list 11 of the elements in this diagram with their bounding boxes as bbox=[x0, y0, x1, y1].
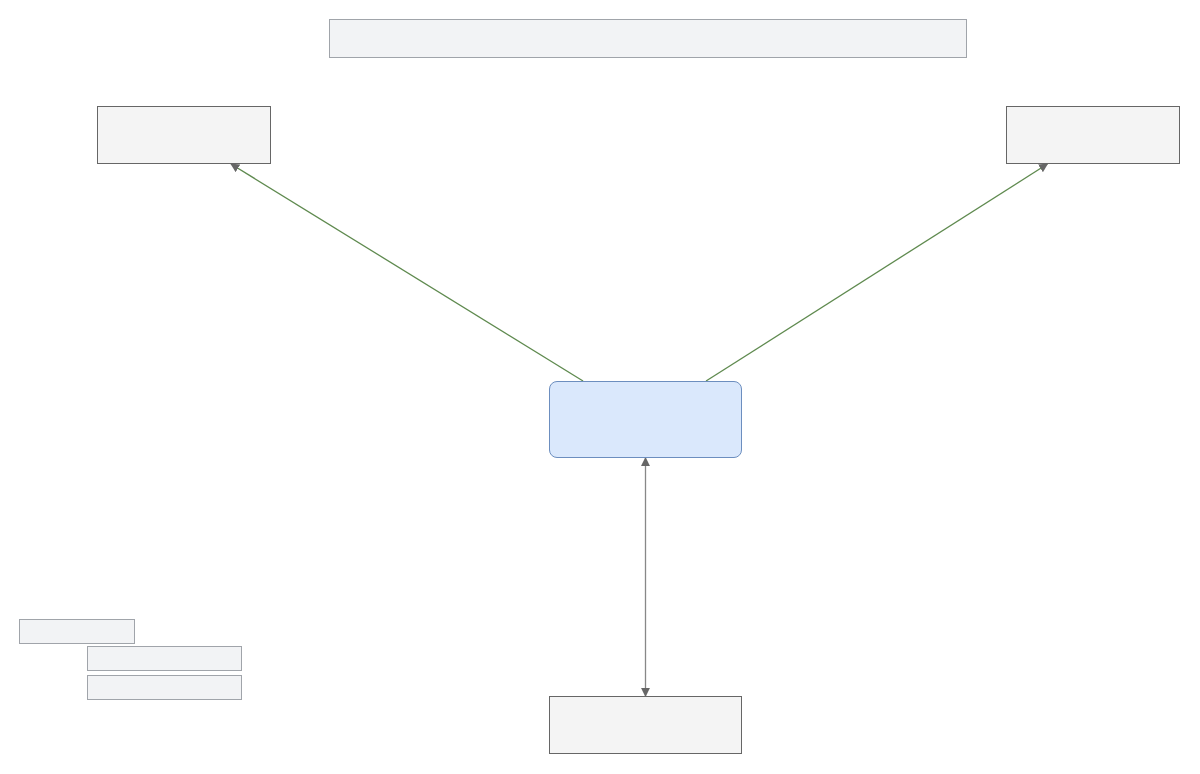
process-box bbox=[19, 619, 135, 644]
process-box bbox=[549, 381, 742, 458]
arrow bbox=[705, 163, 1049, 382]
arrow bbox=[230, 163, 584, 382]
arrow bbox=[640, 457, 651, 697]
process-box bbox=[97, 106, 271, 164]
process-box bbox=[87, 675, 242, 700]
process-box bbox=[549, 696, 742, 754]
process-box bbox=[87, 646, 242, 671]
process-box bbox=[329, 19, 967, 58]
process-box bbox=[1006, 106, 1180, 164]
